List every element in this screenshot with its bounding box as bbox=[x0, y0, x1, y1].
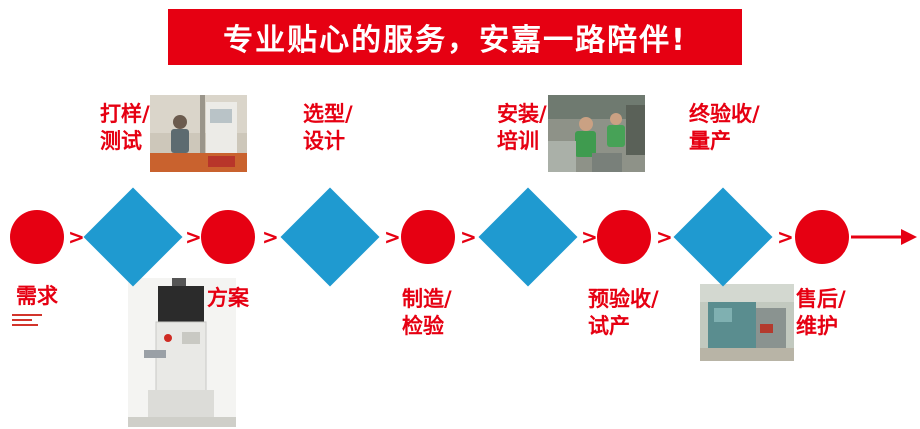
photo-welding-machine bbox=[128, 278, 236, 427]
label-line: 预验收/ bbox=[588, 287, 659, 311]
label-after-sales-maintenance: 售后/ 维护 bbox=[796, 286, 846, 340]
deco-line bbox=[12, 319, 32, 321]
step-circle-demand bbox=[10, 210, 64, 264]
step-diamond-sampling bbox=[83, 187, 183, 287]
flow-arrow-separator: > bbox=[262, 225, 279, 249]
photo-sampling-testing bbox=[150, 95, 247, 172]
flow-arrow-separator: > bbox=[460, 225, 477, 249]
label-line: 检验 bbox=[402, 314, 444, 338]
label-line: 试产 bbox=[588, 314, 630, 338]
deco-line bbox=[12, 314, 42, 316]
banner: 专业贴心的服务，安嘉一路陪伴! bbox=[168, 9, 742, 65]
label-installation-training: 安装/ 培训 bbox=[497, 101, 547, 155]
label-line: 测试 bbox=[100, 129, 142, 153]
step-diamond-installation bbox=[478, 187, 578, 287]
welding-machine-photo-illustration bbox=[128, 278, 236, 427]
label-line: 方案 bbox=[207, 286, 249, 310]
label-line: 制造/ bbox=[402, 287, 452, 311]
after-sales-photo-illustration bbox=[700, 284, 794, 361]
step-circle-manufacturing bbox=[401, 210, 455, 264]
step-diamond-selection bbox=[280, 187, 380, 287]
label-demand: 需求 bbox=[16, 283, 58, 310]
label-plan: 方案 bbox=[207, 285, 249, 312]
label-selection-design: 选型/ 设计 bbox=[303, 101, 353, 155]
step-circle-plan bbox=[201, 210, 255, 264]
deco-line bbox=[12, 324, 38, 326]
label-line: 安装/ bbox=[497, 102, 547, 126]
label-line: 售后/ bbox=[796, 287, 846, 311]
photo-installation-training bbox=[548, 95, 645, 172]
flow-arrow-separator: > bbox=[777, 225, 794, 249]
label-final-acceptance-production: 终验收/ 量产 bbox=[689, 101, 760, 155]
label-pre-acceptance-trial: 预验收/ 试产 bbox=[588, 286, 659, 340]
sampling-testing-photo-illustration bbox=[150, 95, 247, 172]
flow-arrow-separator: > bbox=[185, 225, 202, 249]
flow-arrow-separator: > bbox=[581, 225, 598, 249]
label-sampling-testing: 打样/ 测试 bbox=[100, 101, 150, 155]
label-line: 选型/ bbox=[303, 102, 353, 126]
demand-underline-decoration bbox=[12, 314, 44, 329]
flow-end-arrow bbox=[851, 227, 917, 247]
banner-text: 专业贴心的服务，安嘉一路陪伴! bbox=[223, 23, 687, 58]
arrow-right-icon bbox=[851, 229, 917, 245]
flow-arrow-separator: > bbox=[656, 225, 673, 249]
step-circle-after-sales bbox=[795, 210, 849, 264]
label-line: 培训 bbox=[497, 129, 539, 153]
label-line: 需求 bbox=[16, 284, 58, 308]
label-line: 打样/ bbox=[100, 102, 150, 126]
flow-arrow-separator: > bbox=[384, 225, 401, 249]
label-manufacturing-inspection: 制造/ 检验 bbox=[402, 286, 452, 340]
label-line: 量产 bbox=[689, 129, 731, 153]
photo-after-sales-machine bbox=[700, 284, 794, 361]
step-circle-pre-acceptance bbox=[597, 210, 651, 264]
flow-arrow-separator: > bbox=[68, 225, 85, 249]
label-line: 终验收/ bbox=[689, 102, 760, 126]
installation-training-photo-illustration bbox=[548, 95, 645, 172]
label-line: 设计 bbox=[303, 129, 345, 153]
step-diamond-final-acceptance bbox=[673, 187, 773, 287]
label-line: 维护 bbox=[796, 314, 838, 338]
